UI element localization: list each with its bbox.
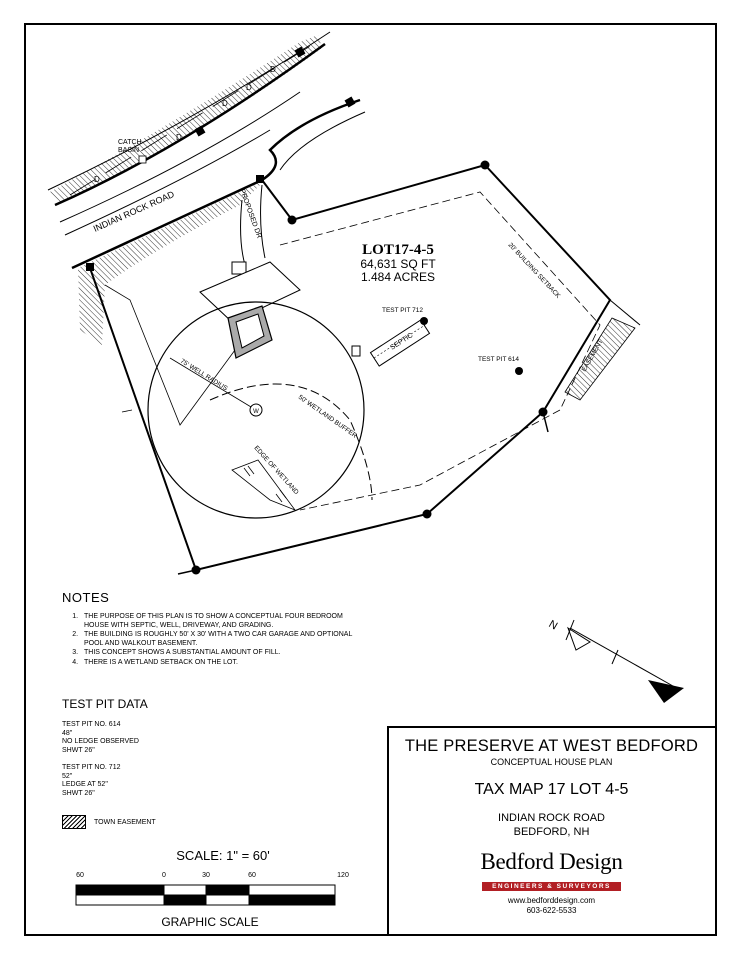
easement-pin — [609, 299, 641, 326]
drain-mark-1: D — [94, 175, 100, 184]
test-pit-614-record: TEST PIT NO. 614 48" NO LEDGE OBSERVED S… — [62, 721, 262, 755]
title-block-border — [387, 726, 717, 936]
proposed-driveway-edge — [260, 184, 266, 259]
cul-de-sac-edge — [261, 98, 361, 182]
project-title: THE PRESERVE AT WEST BEDFORD — [404, 737, 699, 755]
legend-town-easement: TOWN EASEMENT — [62, 815, 156, 829]
test-pit-data-section: TEST PIT DATA TEST PIT NO. 614 48" NO LE… — [62, 697, 262, 807]
test-pit-id: TEST PIT NO. 614 — [62, 721, 121, 728]
grading-line-west — [104, 284, 236, 426]
road-verge-hatch-north — [50, 35, 322, 205]
north-arrow — [565, 619, 684, 703]
well-radius-label: 75' WELL RADIUS — [179, 358, 229, 393]
site-road: INDIAN ROCK ROAD — [498, 812, 605, 824]
note-item: There is a wetland setback on the lot. — [80, 659, 362, 668]
driveway-label: PROPOSED DR — [238, 188, 262, 239]
site-town: BEDFORD, NH — [513, 826, 590, 838]
drain-line: D D D D D — [69, 39, 321, 196]
road-edge-center — [59, 91, 301, 223]
sheet-border — [24, 23, 717, 936]
test-pit-614-label: TEST PIT 614 — [478, 356, 519, 363]
scale-tick-60: 60 — [248, 872, 256, 879]
title-block: THE PRESERVE AT WEST BEDFORD CONCEPTUAL … — [388, 727, 715, 935]
graphic-scale-bar — [75, 884, 336, 906]
offset-arrow — [121, 409, 133, 413]
wetland-buffer-line — [209, 383, 373, 501]
test-pit-line: NO LEDGE OBSERVED — [62, 738, 139, 745]
lot-corner-monuments — [191, 160, 548, 575]
legend-label: TOWN EASEMENT — [94, 818, 156, 826]
catch-basin-symbol — [138, 155, 147, 164]
edge-of-wetland — [231, 459, 297, 511]
firm-logo-wordmark: Bedford Design — [480, 849, 623, 874]
well-radius-circle — [147, 301, 365, 519]
catch-basin-label-1: CATCH — [118, 139, 142, 146]
site-address: INDIAN ROCK ROAD BEDFORD, NH — [388, 811, 715, 839]
note-item: The purpose of this plan is to show a co… — [80, 613, 362, 630]
road-edge-south-a — [64, 129, 271, 236]
hatch-swatch-icon — [62, 815, 86, 829]
scale-ticks: 60 0 30 60 120 — [76, 872, 349, 879]
test-pit-line: 52" — [62, 772, 73, 780]
boundary-extension-w — [177, 569, 197, 575]
firm-phone: 603-622-5533 — [526, 906, 577, 915]
building-setback-label: 20' BUILDING SETBACK — [507, 242, 562, 301]
test-pit-id: TEST PIT NO. 712 — [62, 764, 121, 771]
drain-mark-3: D — [222, 99, 228, 108]
lot-area-sqft: 64,631 SQ FT — [360, 257, 436, 271]
tax-map-label: TAX MAP 17 LOT 4-5 — [474, 781, 629, 798]
wetland-buffer-label: 50' WETLAND BUFFER — [297, 394, 358, 440]
north-label: N — [547, 618, 560, 632]
test-pit-data-heading: TEST PIT DATA — [62, 697, 148, 711]
scale-tick-120: 120 — [337, 872, 349, 879]
note-item: The building is roughly 50' x 30' with a… — [80, 631, 362, 648]
test-pit-line: 48" — [62, 729, 73, 737]
drain-mark-5: D — [270, 65, 276, 74]
wetland-symbols — [243, 465, 287, 503]
building-setback-line — [279, 191, 601, 511]
test-pit-712-label: TEST PIT 712 — [382, 307, 423, 314]
proposed-driveway — [240, 199, 246, 266]
well-radius-leader — [169, 357, 257, 411]
scale-tick-60-left: 60 — [76, 872, 84, 879]
test-pit-712-symbol — [420, 317, 428, 325]
graphic-scale-label: GRAPHIC SCALE — [161, 915, 258, 929]
notes-heading: NOTES — [62, 590, 110, 605]
road-edge-south — [71, 178, 263, 270]
test-pit-line: SHWT 26" — [62, 746, 95, 754]
note-item: This concept shows a substantial amount … — [80, 649, 362, 658]
test-pit-line: LEDGE AT 52" — [62, 781, 108, 788]
lot-area-acres: 1.484 ACRES — [361, 270, 435, 284]
test-pit-line: SHWT 26" — [62, 789, 95, 797]
scale-tick-0: 0 — [162, 872, 166, 879]
scale-text: SCALE: 1" = 60' — [176, 848, 269, 863]
notes-list: The purpose of this plan is to show a co… — [62, 613, 362, 667]
project-subtitle: CONCEPTUAL HOUSE PLAN — [490, 757, 613, 767]
boundary-extension-e — [542, 411, 549, 433]
lot-title: LOT17-4-5 — [362, 242, 434, 258]
test-pit-712-record: TEST PIT NO. 712 52" LEDGE AT 52" SHWT 2… — [62, 764, 262, 798]
firm-logo-banner: ENGINEERS & SURVEYORS — [482, 882, 621, 891]
well-symbol — [249, 403, 263, 417]
road-edge-north — [54, 42, 326, 207]
drain-mark-2: D — [176, 133, 182, 142]
firm-website-link[interactable]: www.bedforddesign.com — [507, 896, 596, 905]
well-marker: W — [253, 409, 259, 415]
notes-section: NOTES The purpose of this plan is to sho… — [62, 590, 362, 668]
drain-mark-4: D — [246, 83, 252, 92]
road-edge-north-outer — [47, 31, 331, 191]
road-markers — [86, 46, 356, 271]
catch-basin-label-2: BASIN — [118, 147, 139, 154]
lot-boundary — [89, 163, 612, 572]
scale-tick-30: 30 — [202, 872, 210, 879]
road-verge-hatch-south — [78, 180, 265, 345]
septic-system — [351, 319, 431, 367]
edge-of-wetland-label: EDGE OF WETLAND — [253, 445, 300, 497]
cul-de-sac-inner — [279, 111, 366, 171]
test-pit-614-symbol — [515, 367, 523, 375]
easement-hatch — [564, 317, 636, 401]
road-label: INDIAN ROCK ROAD — [92, 189, 176, 234]
